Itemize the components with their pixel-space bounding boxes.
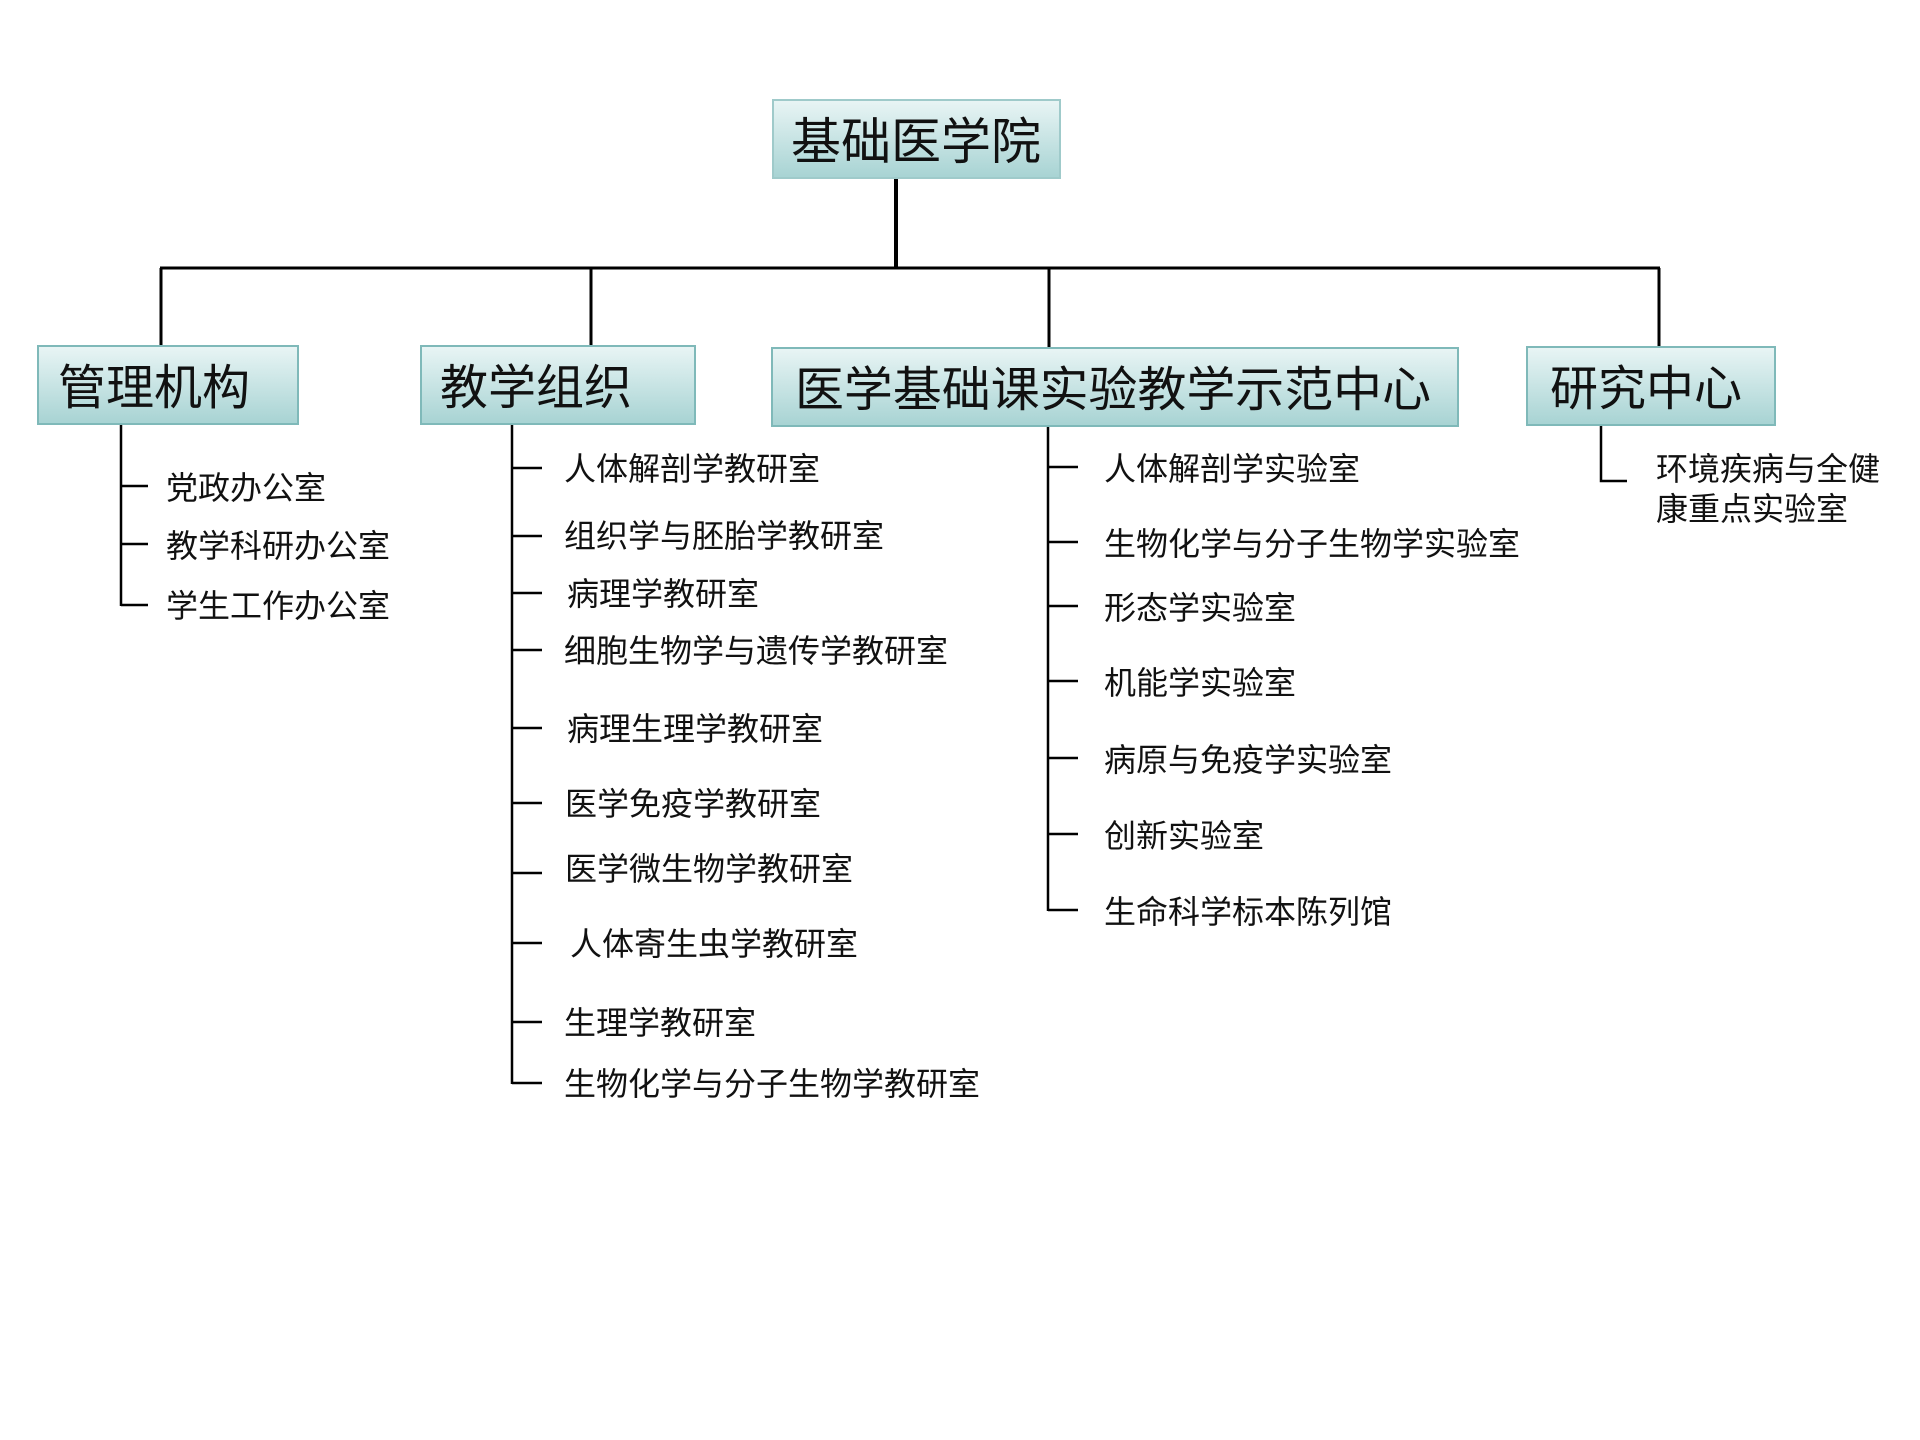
list-item: 党政办公室 <box>166 469 326 507</box>
list-item: 康重点实验室 <box>1656 490 1848 528</box>
item-list-2: 人体解剖学实验室 生物化学与分子生物学实验室 形态学实验室 机能学实验室 病原与… <box>1104 450 1520 931</box>
list-item: 生理学教研室 <box>564 1004 756 1042</box>
list-item: 病理生理学教研室 <box>567 710 823 748</box>
category-label-1: 教学组织 <box>440 360 632 416</box>
category-label-2: 医学基础课实验教学示范中心 <box>795 362 1431 418</box>
list-item: 病理学教研室 <box>567 575 759 613</box>
list-item: 生物化学与分子生物学实验室 <box>1104 525 1520 563</box>
category-box-0 <box>37 345 299 425</box>
category-node-2: 医学基础课实验教学示范中心 <box>771 347 1459 427</box>
list-item: 生命科学标本陈列馆 <box>1104 893 1392 931</box>
list-item: 细胞生物学与遗传学教研室 <box>564 632 948 670</box>
category-box-3 <box>1526 346 1776 426</box>
list-item: 人体寄生虫学教研室 <box>570 925 858 963</box>
root-box <box>772 99 1061 179</box>
category-node-1: 教学组织 <box>420 345 696 425</box>
item-list-3: 环境疾病与全健 康重点实验室 <box>1656 450 1880 528</box>
list-item: 教学科研办公室 <box>166 527 390 565</box>
list-item: 医学微生物学教研室 <box>565 850 853 888</box>
elbow-line-3 <box>1599 426 1627 483</box>
category-label-3: 研究中心 <box>1550 361 1742 417</box>
item-list-0: 党政办公室 教学科研办公室 学生工作办公室 <box>166 469 390 625</box>
list-item: 病原与免疫学实验室 <box>1104 741 1392 779</box>
root-node: 基础医学院 <box>772 99 1061 179</box>
item-list-1: 人体解剖学教研室 组织学与胚胎学教研室 病理学教研室 细胞生物学与遗传学教研室 … <box>564 450 980 1103</box>
category-node-3: 研究中心 <box>1526 346 1776 426</box>
list-item: 形态学实验室 <box>1104 589 1296 627</box>
list-item: 创新实验室 <box>1104 817 1264 855</box>
list-item: 学生工作办公室 <box>166 587 390 625</box>
category-label-0: 管理机构 <box>58 360 250 416</box>
connectors <box>119 170 1661 1085</box>
category-box-1 <box>420 345 696 425</box>
list-item: 生物化学与分子生物学教研室 <box>564 1065 980 1103</box>
category-box-2 <box>771 347 1459 427</box>
list-item: 环境疾病与全健 <box>1656 450 1880 488</box>
root-label: 基础医学院 <box>791 113 1041 171</box>
list-item: 医学免疫学教研室 <box>565 785 821 823</box>
list-item: 组织学与胚胎学教研室 <box>564 517 884 555</box>
category-node-0: 管理机构 <box>37 345 299 425</box>
list-item: 机能学实验室 <box>1104 664 1296 702</box>
list-item: 人体解剖学实验室 <box>1104 450 1360 488</box>
list-item: 人体解剖学教研室 <box>564 450 820 488</box>
